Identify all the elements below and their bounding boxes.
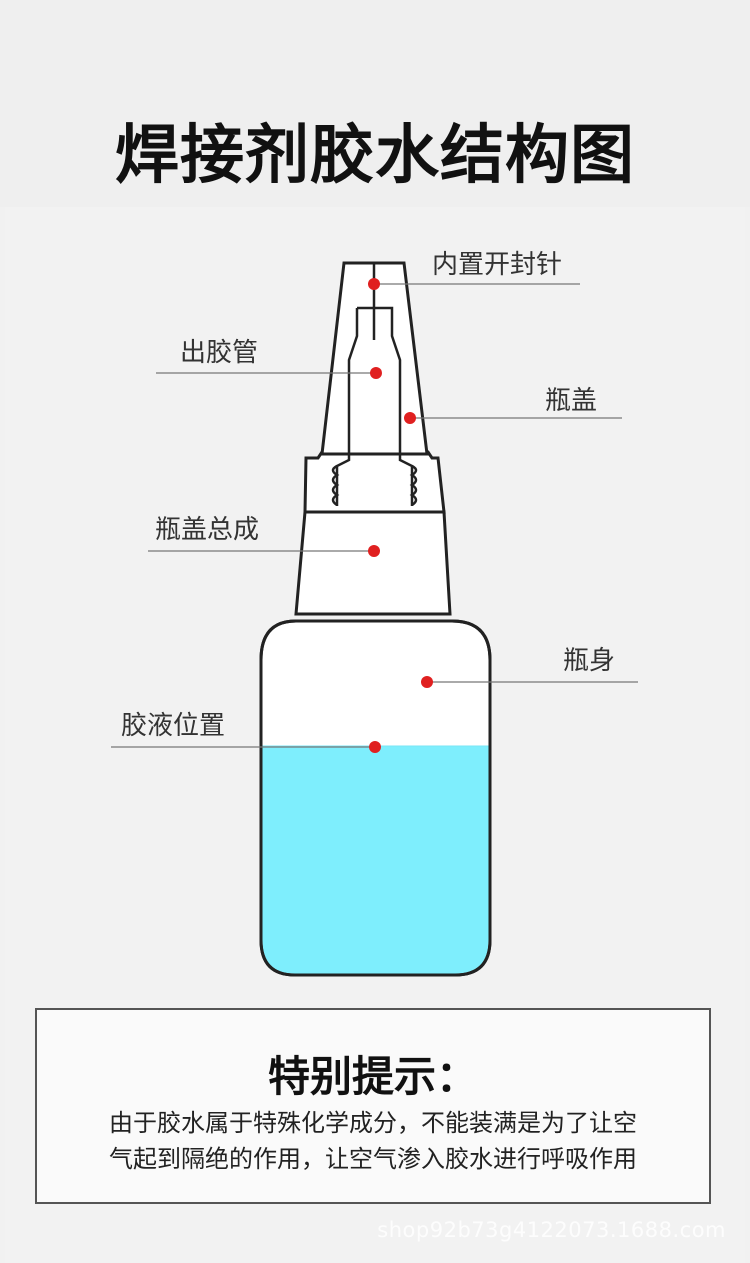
thread-right <box>409 464 418 507</box>
label-bottle-body: 瓶身 <box>563 646 616 676</box>
cap-assembly-outline <box>294 510 452 616</box>
marker-seal-needle <box>368 278 380 290</box>
label-seal-needle: 内置开封针 <box>432 250 563 280</box>
marker-glue-level <box>369 741 381 753</box>
page-title: 焊接剂胶水结构图 <box>115 119 635 193</box>
inner-tube-left <box>335 308 359 506</box>
title-band <box>0 0 750 207</box>
marker-cap <box>404 412 416 424</box>
notice-box: 特别提示： 由于胶水属于特殊化学成分，不能装满是为了让空 气起到隔绝的作用，让空… <box>35 1008 711 1204</box>
marker-bottle-body <box>421 676 433 688</box>
marker-glue-tube <box>370 367 382 379</box>
label-cap: 瓶盖 <box>545 386 598 416</box>
label-glue-level: 胶液位置 <box>121 711 226 741</box>
shop-watermark: shop92b73g4122073.1688.com <box>377 1218 726 1242</box>
notice-line-2: 气起到隔绝的作用，让空气渗入胶水进行呼吸作用 <box>109 1145 637 1173</box>
marker-cap-assembly <box>368 545 380 557</box>
label-cap-assembly: 瓶盖总成 <box>155 515 260 545</box>
notice-line-1: 由于胶水属于特殊化学成分，不能装满是为了让空 <box>109 1109 637 1137</box>
bottle-body-stroke <box>259 619 492 977</box>
notice-title: 特别提示： <box>267 1052 478 1101</box>
label-glue-tube: 出胶管 <box>180 338 259 368</box>
glue-liquid <box>262 746 489 974</box>
bottle-diagram <box>111 261 638 977</box>
thread-left <box>331 464 340 507</box>
cap-collar-outline <box>303 450 446 514</box>
